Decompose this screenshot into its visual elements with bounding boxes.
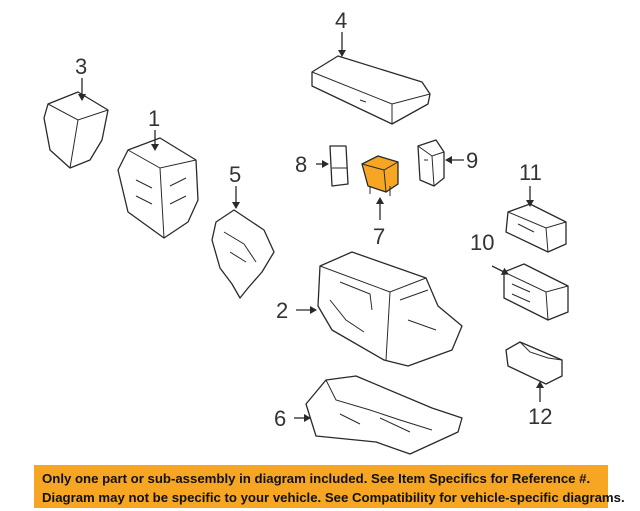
callout-9: 9: [466, 148, 478, 173]
parts-diagram: 3 1 5 4 8 7 9: [43, 8, 569, 455]
part-4-lid: 4: [311, 8, 431, 125]
callout-3: 3: [75, 54, 87, 79]
callout-12: 12: [528, 404, 552, 429]
callout-1: 1: [148, 106, 160, 131]
leader-10: [491, 265, 509, 275]
notice-line-1: Only one part or sub-assembly in diagram…: [42, 471, 591, 486]
callout-10: 10: [470, 230, 494, 255]
part-5-bracket: 5: [211, 162, 275, 299]
callout-8: 8: [295, 152, 307, 177]
callout-6: 6: [274, 406, 286, 431]
part-11-block: 11: [505, 160, 567, 253]
part-9-relay: 9: [417, 139, 478, 187]
part-8-fuse: 8: [295, 145, 349, 187]
notice-banner: Only one part or sub-assembly in diagram…: [34, 465, 625, 508]
part-1-fuse-block: 1: [117, 106, 199, 239]
relay-highlight: [361, 155, 399, 193]
part-2-housing: 2: [276, 251, 463, 367]
part-7-relay-highlighted: 7: [361, 155, 399, 249]
notice-line-2: Diagram may not be specific to your vehi…: [42, 490, 625, 505]
part-10-block: 10: [470, 230, 569, 321]
callout-5: 5: [229, 162, 241, 187]
callout-4: 4: [335, 8, 347, 33]
callout-2: 2: [276, 298, 288, 323]
callout-7: 7: [373, 224, 385, 249]
part-6-lower-bracket: 6: [274, 375, 463, 455]
part-12-bracket: 12: [505, 341, 563, 429]
callout-11: 11: [519, 160, 542, 185]
part-3-cover: 3: [43, 54, 109, 169]
